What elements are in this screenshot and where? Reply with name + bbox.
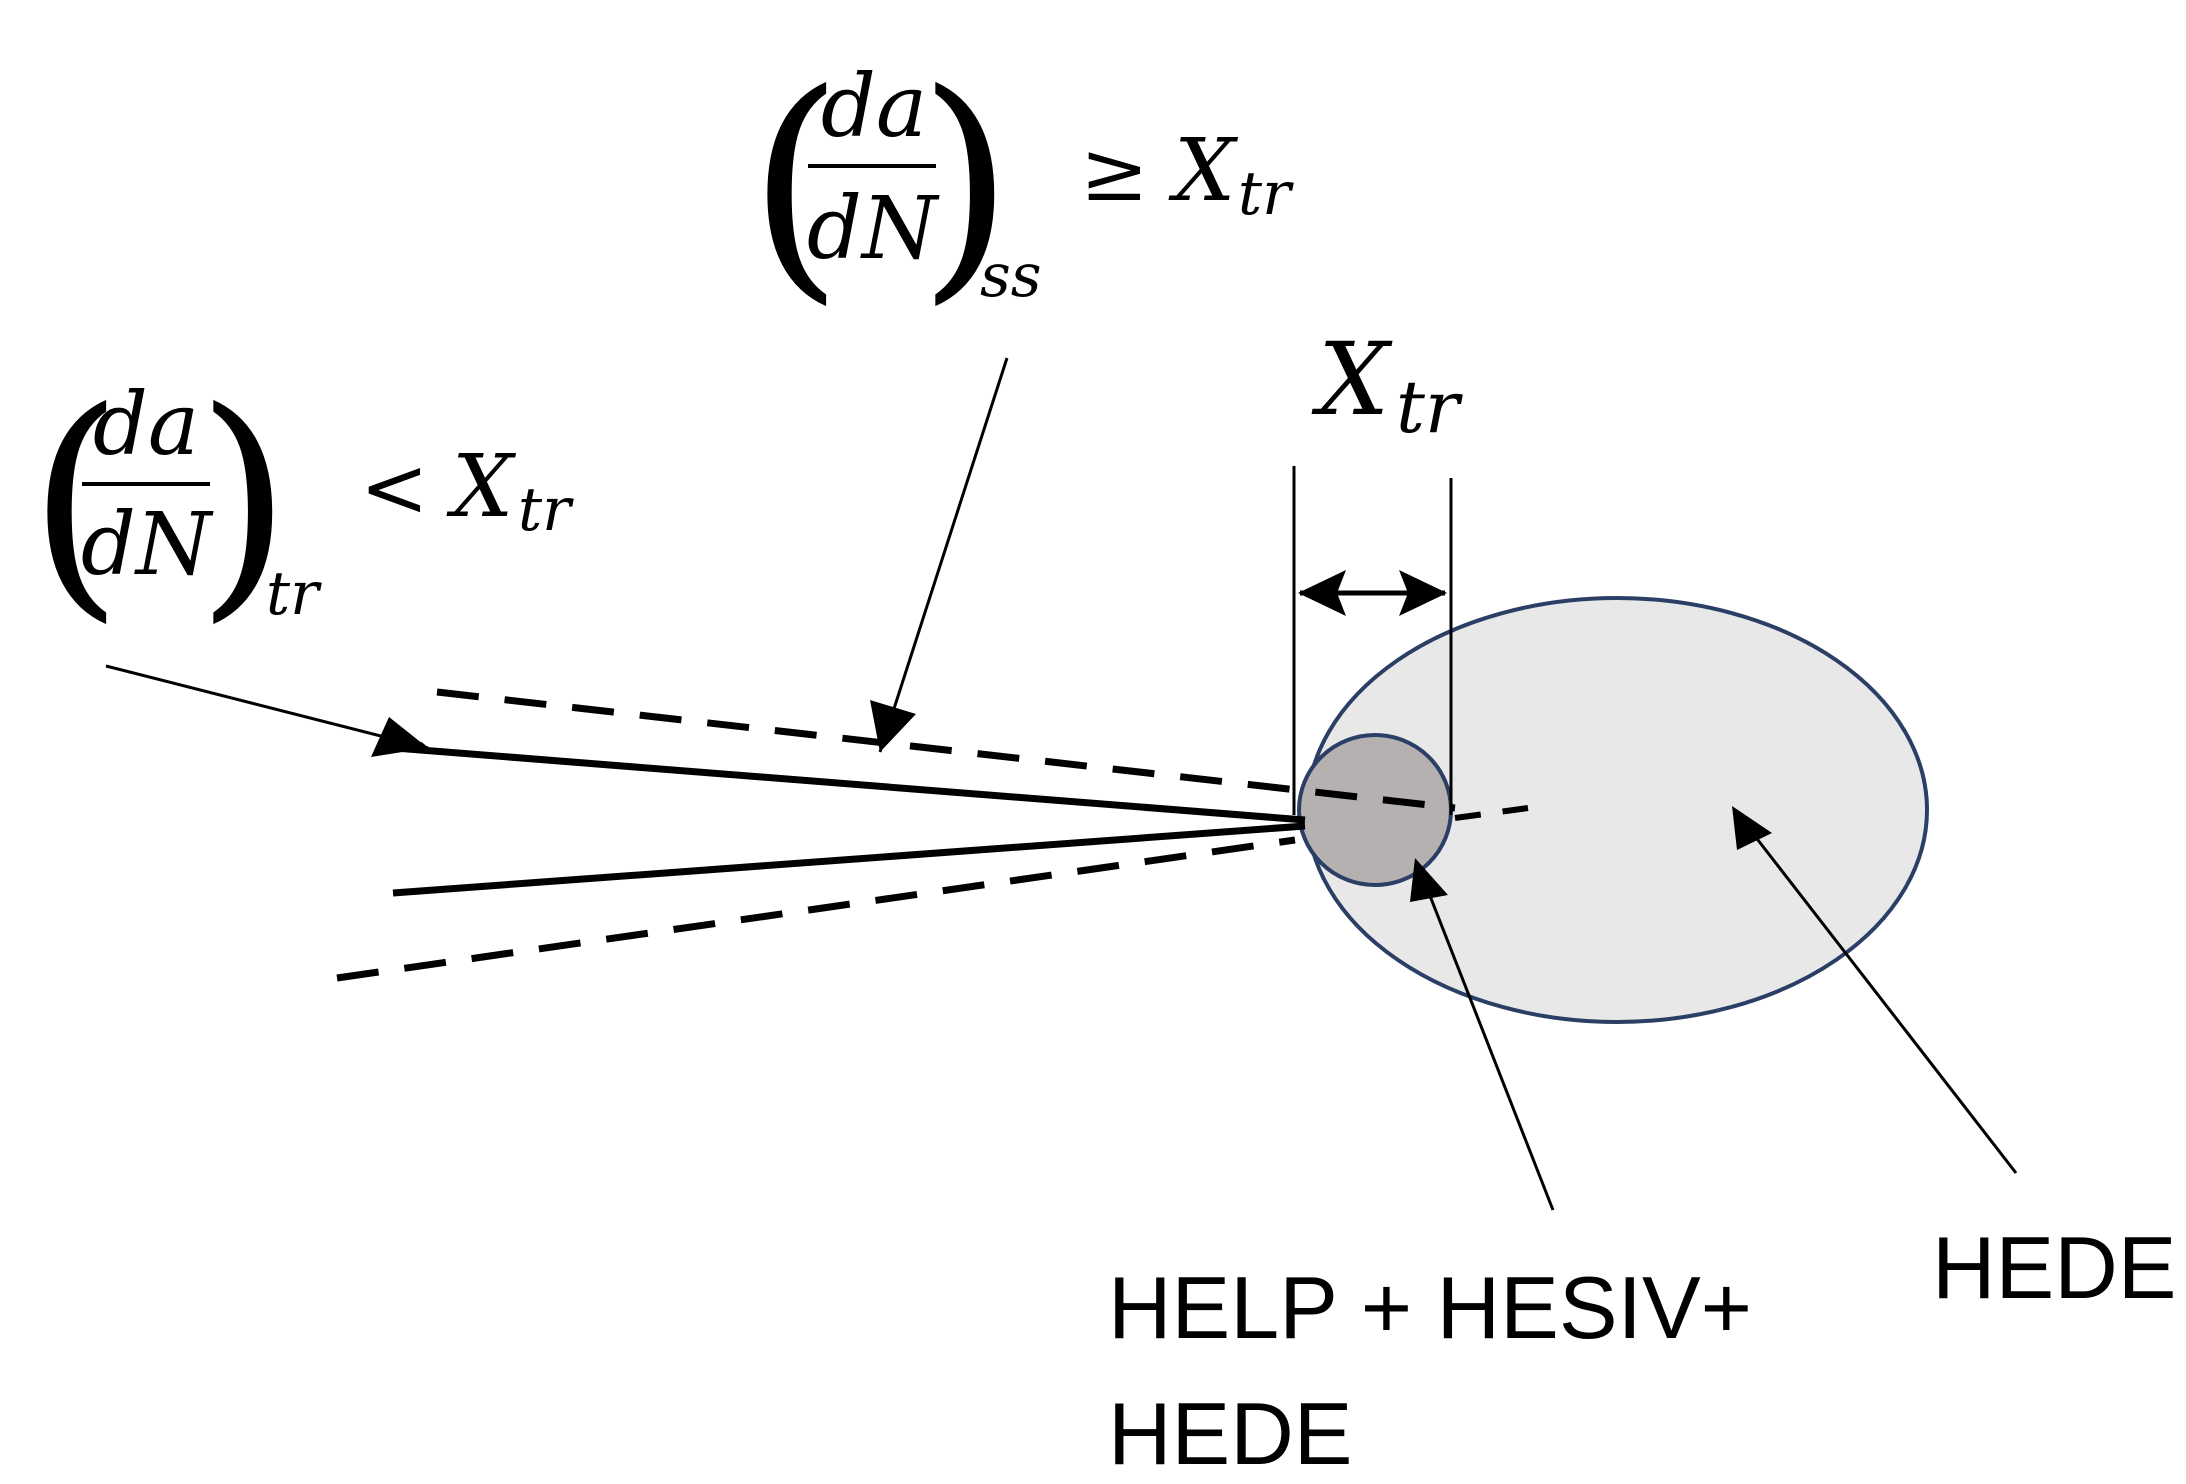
formula-tr-denominator: dN (81, 495, 214, 595)
formula-ss-variable-subscript: tr (1238, 159, 1294, 229)
inner-zone-label-line2: HEDE (1108, 1384, 1353, 1483)
formula-tr-numerator: da (93, 375, 199, 475)
solid-crack-lower (392, 822, 1306, 897)
outer-zone-label: HEDE (1932, 1218, 2177, 1317)
formula-tr-right-paren: ) (196, 359, 292, 644)
solid-crack-upper (394, 744, 1306, 824)
formula-ss-right-paren: ) (918, 41, 1014, 326)
arrow-to-inner-zone (1421, 877, 1555, 1211)
dimension-variable-subscript: tr (1396, 365, 1463, 449)
formula-ss-left-paren: ( (748, 41, 844, 326)
arrow-to-solid-crack (105, 664, 429, 751)
formula-ss-relation: ≥ (1080, 125, 1149, 220)
dashed-crack-extension (1454, 805, 1529, 821)
dashed-crack-lower (336, 836, 1296, 982)
formula-tr-left-paren: ( (28, 359, 124, 644)
arrowhead-dashed-crack (870, 700, 916, 752)
arrowhead-inner-zone (1410, 858, 1448, 902)
dimension-arrowhead-left (1298, 570, 1346, 616)
formula-ss-subscript: ss (980, 241, 1042, 311)
formula-tr-variable: X (446, 437, 517, 537)
arrowhead-solid-crack (371, 717, 428, 757)
formula-tr-relation: < (360, 441, 429, 536)
arrowhead-outer-zone (1732, 806, 1772, 850)
dimension-variable: X (1311, 321, 1393, 438)
formula-tr-variable-subscript: tr (518, 475, 574, 545)
arrow-to-outer-zone (1742, 821, 2018, 1174)
dashed-crack-upper (436, 688, 1456, 812)
formula-ss-variable: X (1168, 121, 1239, 221)
inner-zone-help-hesiv-hede (1297, 733, 1453, 887)
dimension-arrowhead-right (1399, 570, 1447, 616)
inner-zone-label-line1: HELP + HESIV+ (1108, 1258, 1752, 1357)
formula-steady-state: ( da dN ) ss ≥ X tr (748, 41, 1294, 326)
formula-ss-numerator: da (821, 57, 927, 157)
arrow-to-dashed-crack (878, 357, 1009, 753)
formula-transient: ( da dN ) tr < X tr (28, 359, 574, 644)
formula-ss-denominator: dN (807, 179, 940, 279)
formula-tr-subscript: tr (266, 559, 322, 629)
dimension-label: X tr (1311, 321, 1463, 449)
